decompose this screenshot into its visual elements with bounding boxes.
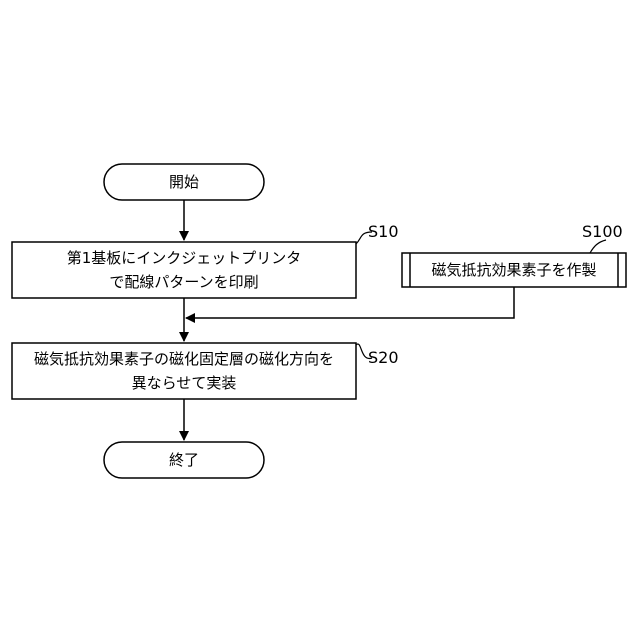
subprocess-label: S100 — [582, 222, 623, 241]
end-text: 終了 — [104, 448, 264, 472]
step1-line2: で配線パターンを印刷 — [12, 270, 356, 294]
step2-line1: 磁気抵抗効果素子の磁化固定層の磁化方向を — [12, 347, 356, 371]
start-text: 開始 — [104, 170, 264, 194]
step2-line2: 異ならせて実装 — [12, 371, 356, 395]
step2-label: S20 — [368, 348, 399, 367]
step1-line1: 第1基板にインクジェットプリンタ — [12, 246, 356, 270]
subprocess-text: 磁気抵抗効果素子を作製 — [410, 258, 618, 282]
s100-leader-line — [590, 240, 606, 253]
step1-label: S10 — [368, 222, 399, 241]
